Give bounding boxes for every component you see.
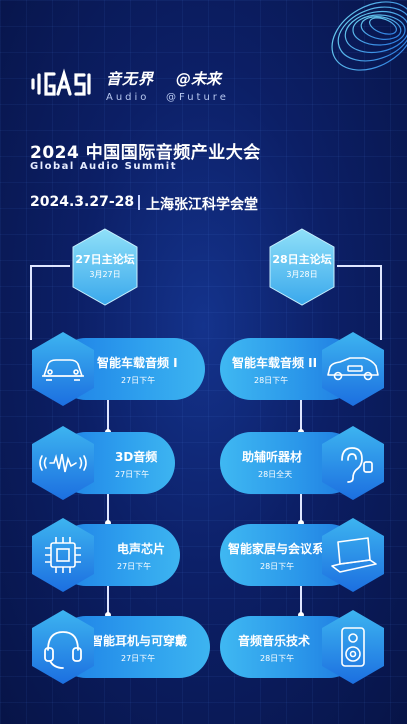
forum-day-27: 27日主论坛 3月27日 <box>70 227 140 307</box>
laptop-icon <box>322 518 384 592</box>
session-time: 27日下午 <box>121 376 156 385</box>
car-icon <box>32 332 94 406</box>
forum-date: 3月28日 <box>286 270 318 279</box>
event-subtitle: Global Audio Summit <box>30 161 177 172</box>
connector-line <box>107 398 109 432</box>
connector-dot <box>298 612 304 618</box>
session-time: 28日下午 <box>260 654 295 663</box>
connector-line <box>30 265 32 340</box>
hearing-aid-icon <box>322 426 384 500</box>
connector-dot <box>105 520 111 526</box>
session-time: 27日下午 <box>121 654 156 663</box>
forum-title: 27日主论坛 <box>75 253 135 266</box>
forum-title: 28日主论坛 <box>272 253 332 266</box>
session-time: 28日下午 <box>260 562 295 571</box>
forum-day-28: 28日主论坛 3月28日 <box>267 227 337 307</box>
connector-line <box>107 585 109 617</box>
event-venue: 上海张江科学会堂 <box>146 197 258 213</box>
connector-line <box>300 586 302 618</box>
session-title: 音频音乐技术 <box>238 634 311 648</box>
event-date: 2024.3.27-28 <box>30 194 135 210</box>
session-time: 28日下午 <box>254 376 289 385</box>
session-time: 27日下午 <box>117 562 152 571</box>
session-title: 助辅听器材 <box>242 450 303 464</box>
slogan-english-future: @Future <box>166 92 229 103</box>
connector-line <box>380 265 382 340</box>
session-title: 智能车载音频 I <box>97 356 178 370</box>
session-title: 3D音频 <box>115 450 158 464</box>
connector-line <box>107 493 109 523</box>
headphones-icon <box>32 610 94 684</box>
connector-dot <box>298 520 304 526</box>
connector-dot <box>105 612 111 618</box>
connector-line <box>30 265 70 267</box>
slogan-english-audio: Audio <box>106 92 150 103</box>
swirl-decoration-icon <box>331 1 407 71</box>
session-time: 28日全天 <box>258 470 293 479</box>
session-title: 智能车载音频 II <box>232 356 318 370</box>
sound-wave-icon <box>32 426 94 500</box>
session-title: 智能耳机与可穿戴 <box>91 634 188 648</box>
gas-logo-icon <box>31 68 91 96</box>
speaker-icon <box>322 610 384 684</box>
hexagon-icon <box>72 228 138 306</box>
event-title: 2024 中国国际音频产业大会 <box>30 143 261 163</box>
slogan-future: @未来 <box>176 70 222 88</box>
session-time: 27日下午 <box>115 470 150 479</box>
chip-icon <box>32 518 94 592</box>
session-title: 电声芯片 <box>117 542 166 556</box>
connector-line <box>337 265 381 267</box>
car-side-icon <box>322 332 384 406</box>
connector-line <box>300 400 302 432</box>
date-separator <box>138 195 140 210</box>
session-title: 智能家居与会议系统 <box>228 542 337 556</box>
connector-line <box>300 494 302 524</box>
slogan-chinese: 音无界 <box>106 70 155 88</box>
hexagon-icon <box>269 228 335 306</box>
forum-date: 3月27日 <box>89 270 121 279</box>
